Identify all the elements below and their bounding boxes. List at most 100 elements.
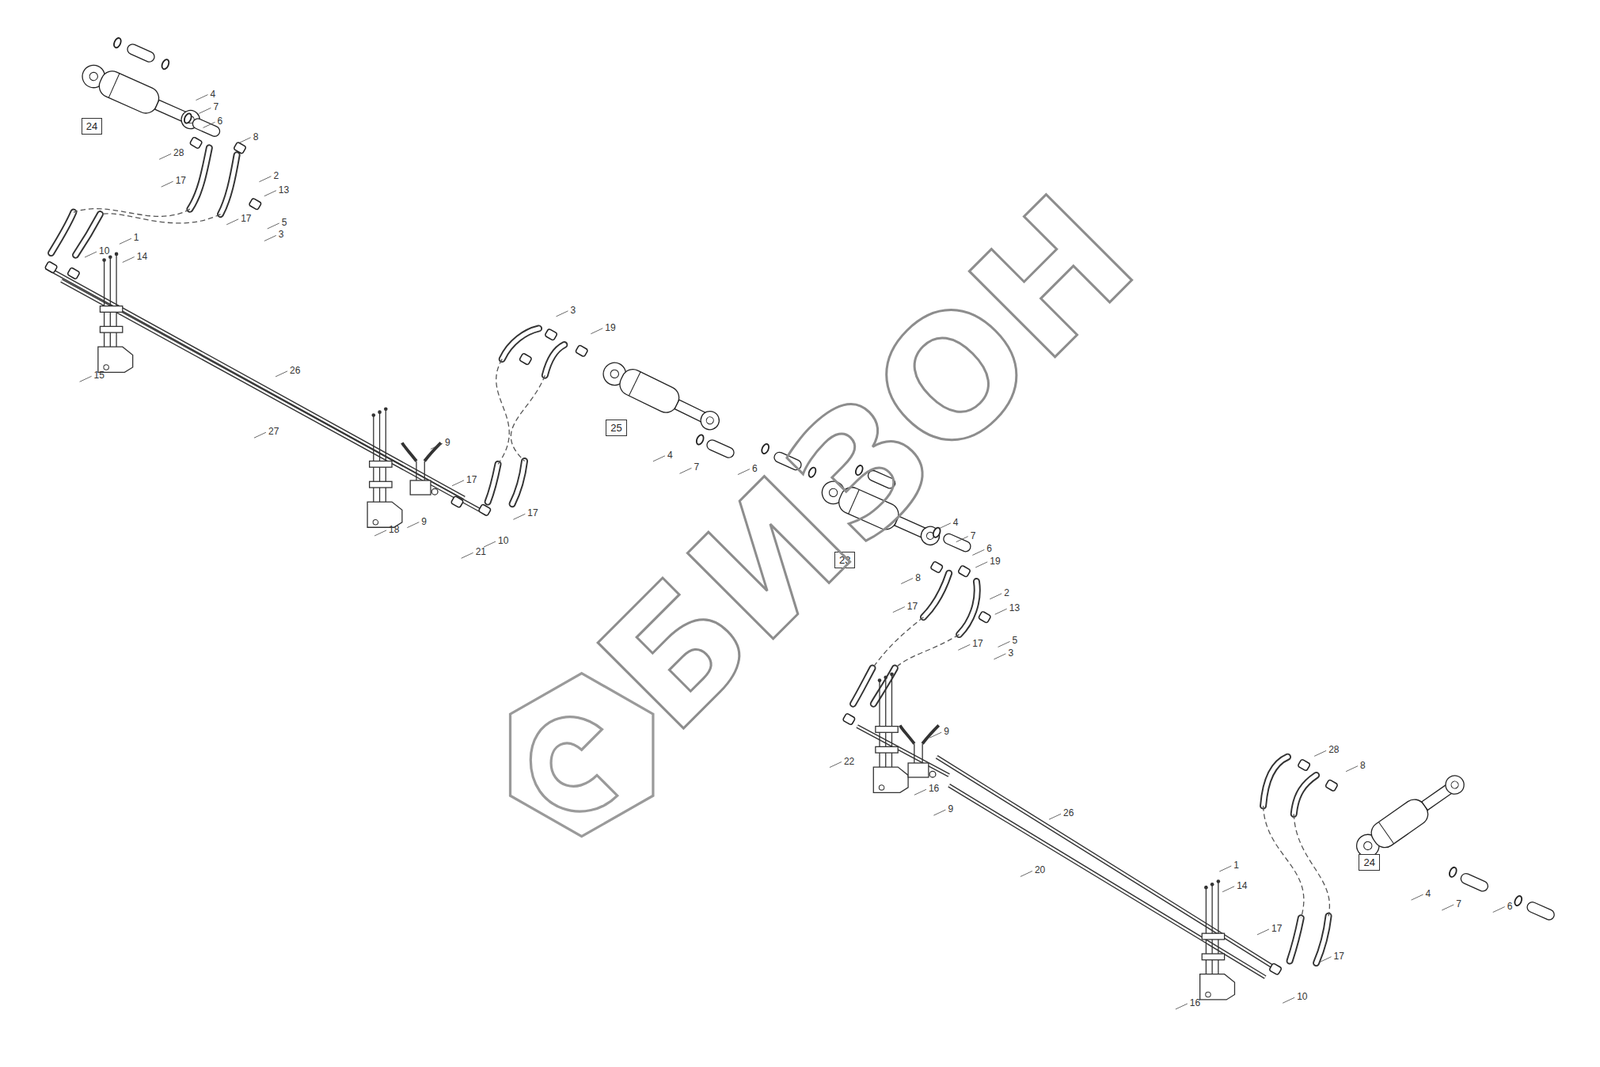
leader-line	[1282, 997, 1295, 1004]
leader-line	[590, 328, 603, 335]
callout-number: 17	[1271, 923, 1282, 935]
leader-line	[653, 456, 666, 462]
leader-line	[1020, 870, 1033, 877]
callout-number: 16	[1189, 997, 1201, 1009]
callout-number: 18	[388, 524, 400, 536]
callout-number: 7	[693, 461, 700, 473]
leader-line	[264, 235, 277, 241]
leader-line	[1222, 886, 1235, 893]
callout-number: 6	[217, 115, 224, 127]
leader-line	[972, 549, 985, 555]
leader-line	[264, 190, 277, 197]
leader-line	[483, 541, 496, 548]
callout-number: 10	[497, 535, 509, 547]
leader-line	[975, 562, 988, 568]
callout-number: 1	[1233, 859, 1239, 871]
callout-number: 4	[953, 516, 959, 529]
leader-line	[119, 238, 132, 244]
callout-number: 15	[94, 369, 105, 381]
leader-line	[430, 443, 443, 449]
leader-line	[989, 593, 1002, 600]
callout-number: 2	[1003, 587, 1010, 599]
leader-line	[995, 608, 1008, 615]
leader-line	[203, 121, 216, 128]
leader-line	[239, 137, 251, 144]
leader-line	[461, 552, 474, 559]
callout-number: 26	[1063, 807, 1074, 819]
callout-number: 17	[175, 174, 187, 187]
callout-number: 19	[989, 555, 1000, 567]
leader-line	[1441, 904, 1454, 911]
callout-number: 16	[928, 782, 939, 795]
leader-line	[1345, 766, 1358, 772]
callout-number: 7	[212, 101, 219, 113]
callout-number: 22	[843, 756, 855, 768]
leader-line	[933, 809, 946, 816]
leader-line	[679, 467, 692, 474]
leader-line	[161, 181, 174, 187]
leader-line	[159, 153, 172, 160]
callout-number: 13	[278, 184, 289, 196]
leader-line	[555, 311, 568, 317]
watermark: БИЗОН	[573, 170, 1162, 758]
callout-number: 17	[1333, 950, 1345, 962]
leader-line	[226, 219, 239, 225]
leader-line	[993, 653, 1006, 660]
callout-number: 5	[281, 216, 288, 229]
leader-line	[829, 762, 842, 768]
callout-number: 9	[444, 437, 451, 449]
callout-number: 6	[986, 543, 992, 555]
callout-box: 24	[81, 117, 103, 135]
callout-number: 6	[1507, 900, 1513, 913]
leader-line	[1219, 866, 1232, 872]
callout-number: 5	[1012, 634, 1019, 647]
leader-line	[198, 107, 211, 114]
leader-line	[1319, 957, 1332, 963]
leader-line	[914, 789, 927, 795]
leader-line	[513, 513, 525, 520]
leader-line	[998, 641, 1011, 647]
leader-line	[196, 95, 209, 101]
callout-number: 8	[253, 131, 259, 143]
callout-number: 20	[1034, 864, 1046, 876]
callout-number: 4	[1425, 888, 1432, 900]
leader-line	[1493, 907, 1505, 913]
leader-line	[254, 432, 267, 438]
callout-number: 17	[972, 638, 983, 650]
leader-line	[1175, 1003, 1188, 1010]
callout-number: 28	[173, 147, 184, 159]
callout-number: 17	[527, 507, 538, 519]
leader-line	[267, 223, 280, 229]
leader-line	[956, 536, 969, 543]
callout-number: 8	[1360, 760, 1366, 772]
callout-number: 21	[475, 546, 487, 558]
callout-number: 13	[1009, 602, 1020, 614]
callout-number: 1	[133, 231, 140, 244]
leader-line	[957, 644, 970, 650]
callout-box: 24	[1358, 854, 1380, 871]
callout-number: 27	[268, 425, 279, 438]
callout-box: 25	[605, 419, 627, 437]
leader-line	[938, 523, 951, 529]
callout-number: 4	[667, 449, 673, 461]
callout-number: 17	[466, 474, 477, 486]
leader-line	[893, 607, 905, 613]
callout-number: 28	[1328, 744, 1339, 756]
callout-number: 25	[610, 421, 622, 434]
leader-line	[900, 578, 913, 585]
callout-number: 3	[278, 228, 285, 240]
leader-line	[406, 522, 419, 529]
callout-number: 19	[604, 322, 616, 334]
leader-line	[929, 732, 942, 738]
leader-line	[1257, 929, 1270, 935]
leader-line	[84, 251, 97, 258]
leader-line	[1314, 750, 1327, 757]
leader-line	[275, 371, 288, 377]
callout-number: 24	[86, 120, 98, 133]
leader-line	[79, 376, 92, 382]
callout-number: 8	[915, 572, 921, 584]
callout-number: 9	[421, 516, 427, 528]
callout-number: 9	[947, 803, 954, 815]
callout-number: 14	[136, 250, 148, 263]
leader-line	[258, 176, 271, 183]
